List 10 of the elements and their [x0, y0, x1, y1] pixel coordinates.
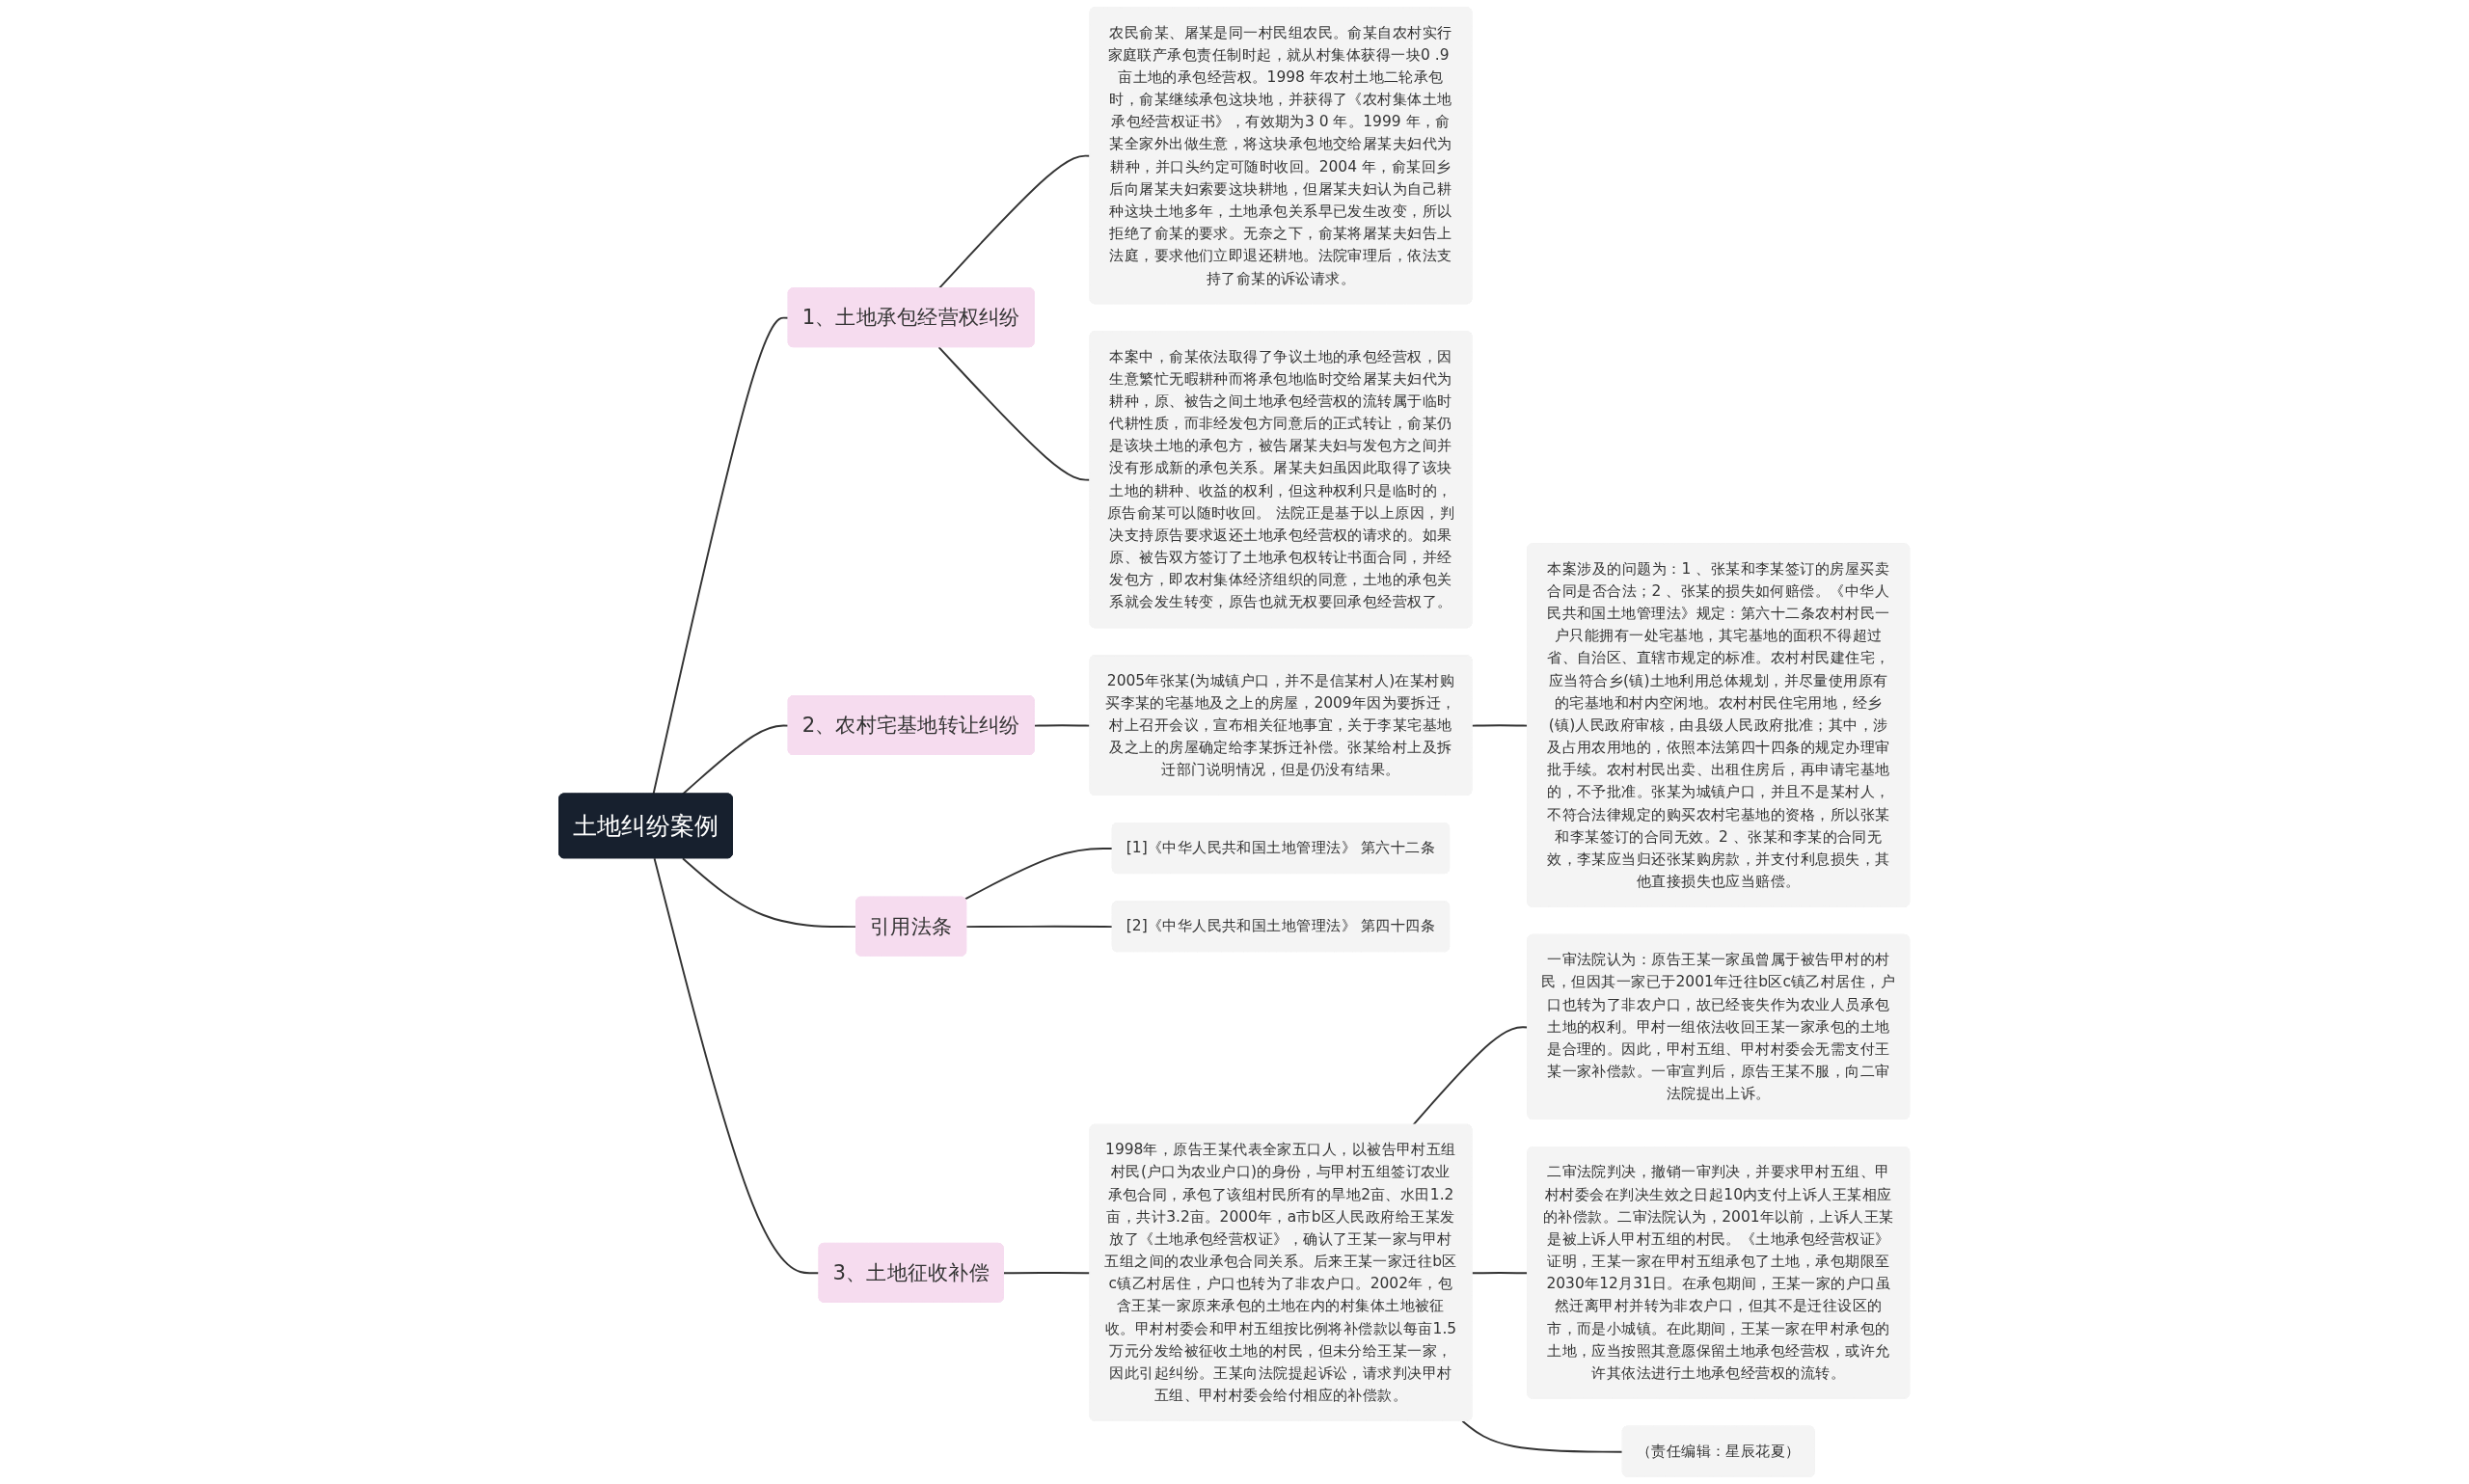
connector — [1471, 724, 1530, 727]
connector — [682, 857, 858, 929]
connector — [653, 857, 821, 1275]
connector — [652, 316, 790, 796]
connector — [1412, 1026, 1530, 1126]
connector — [1471, 1272, 1530, 1275]
connector — [937, 346, 1092, 481]
connector — [1003, 1272, 1092, 1275]
connector — [682, 724, 790, 796]
connector — [1033, 724, 1092, 727]
